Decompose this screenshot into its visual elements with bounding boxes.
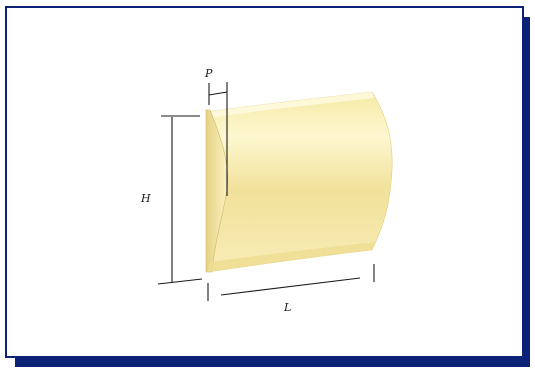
length-dimension [207,264,375,301]
panel-bottom-band [208,242,376,272]
panel-end-profile [205,109,229,273]
pitch-dimension [208,82,228,196]
height-label: H [140,192,151,205]
pitch-label: P [204,67,213,80]
height-dimension [157,115,203,285]
panel-top-ridge [208,92,374,118]
length-label: L [283,301,291,314]
